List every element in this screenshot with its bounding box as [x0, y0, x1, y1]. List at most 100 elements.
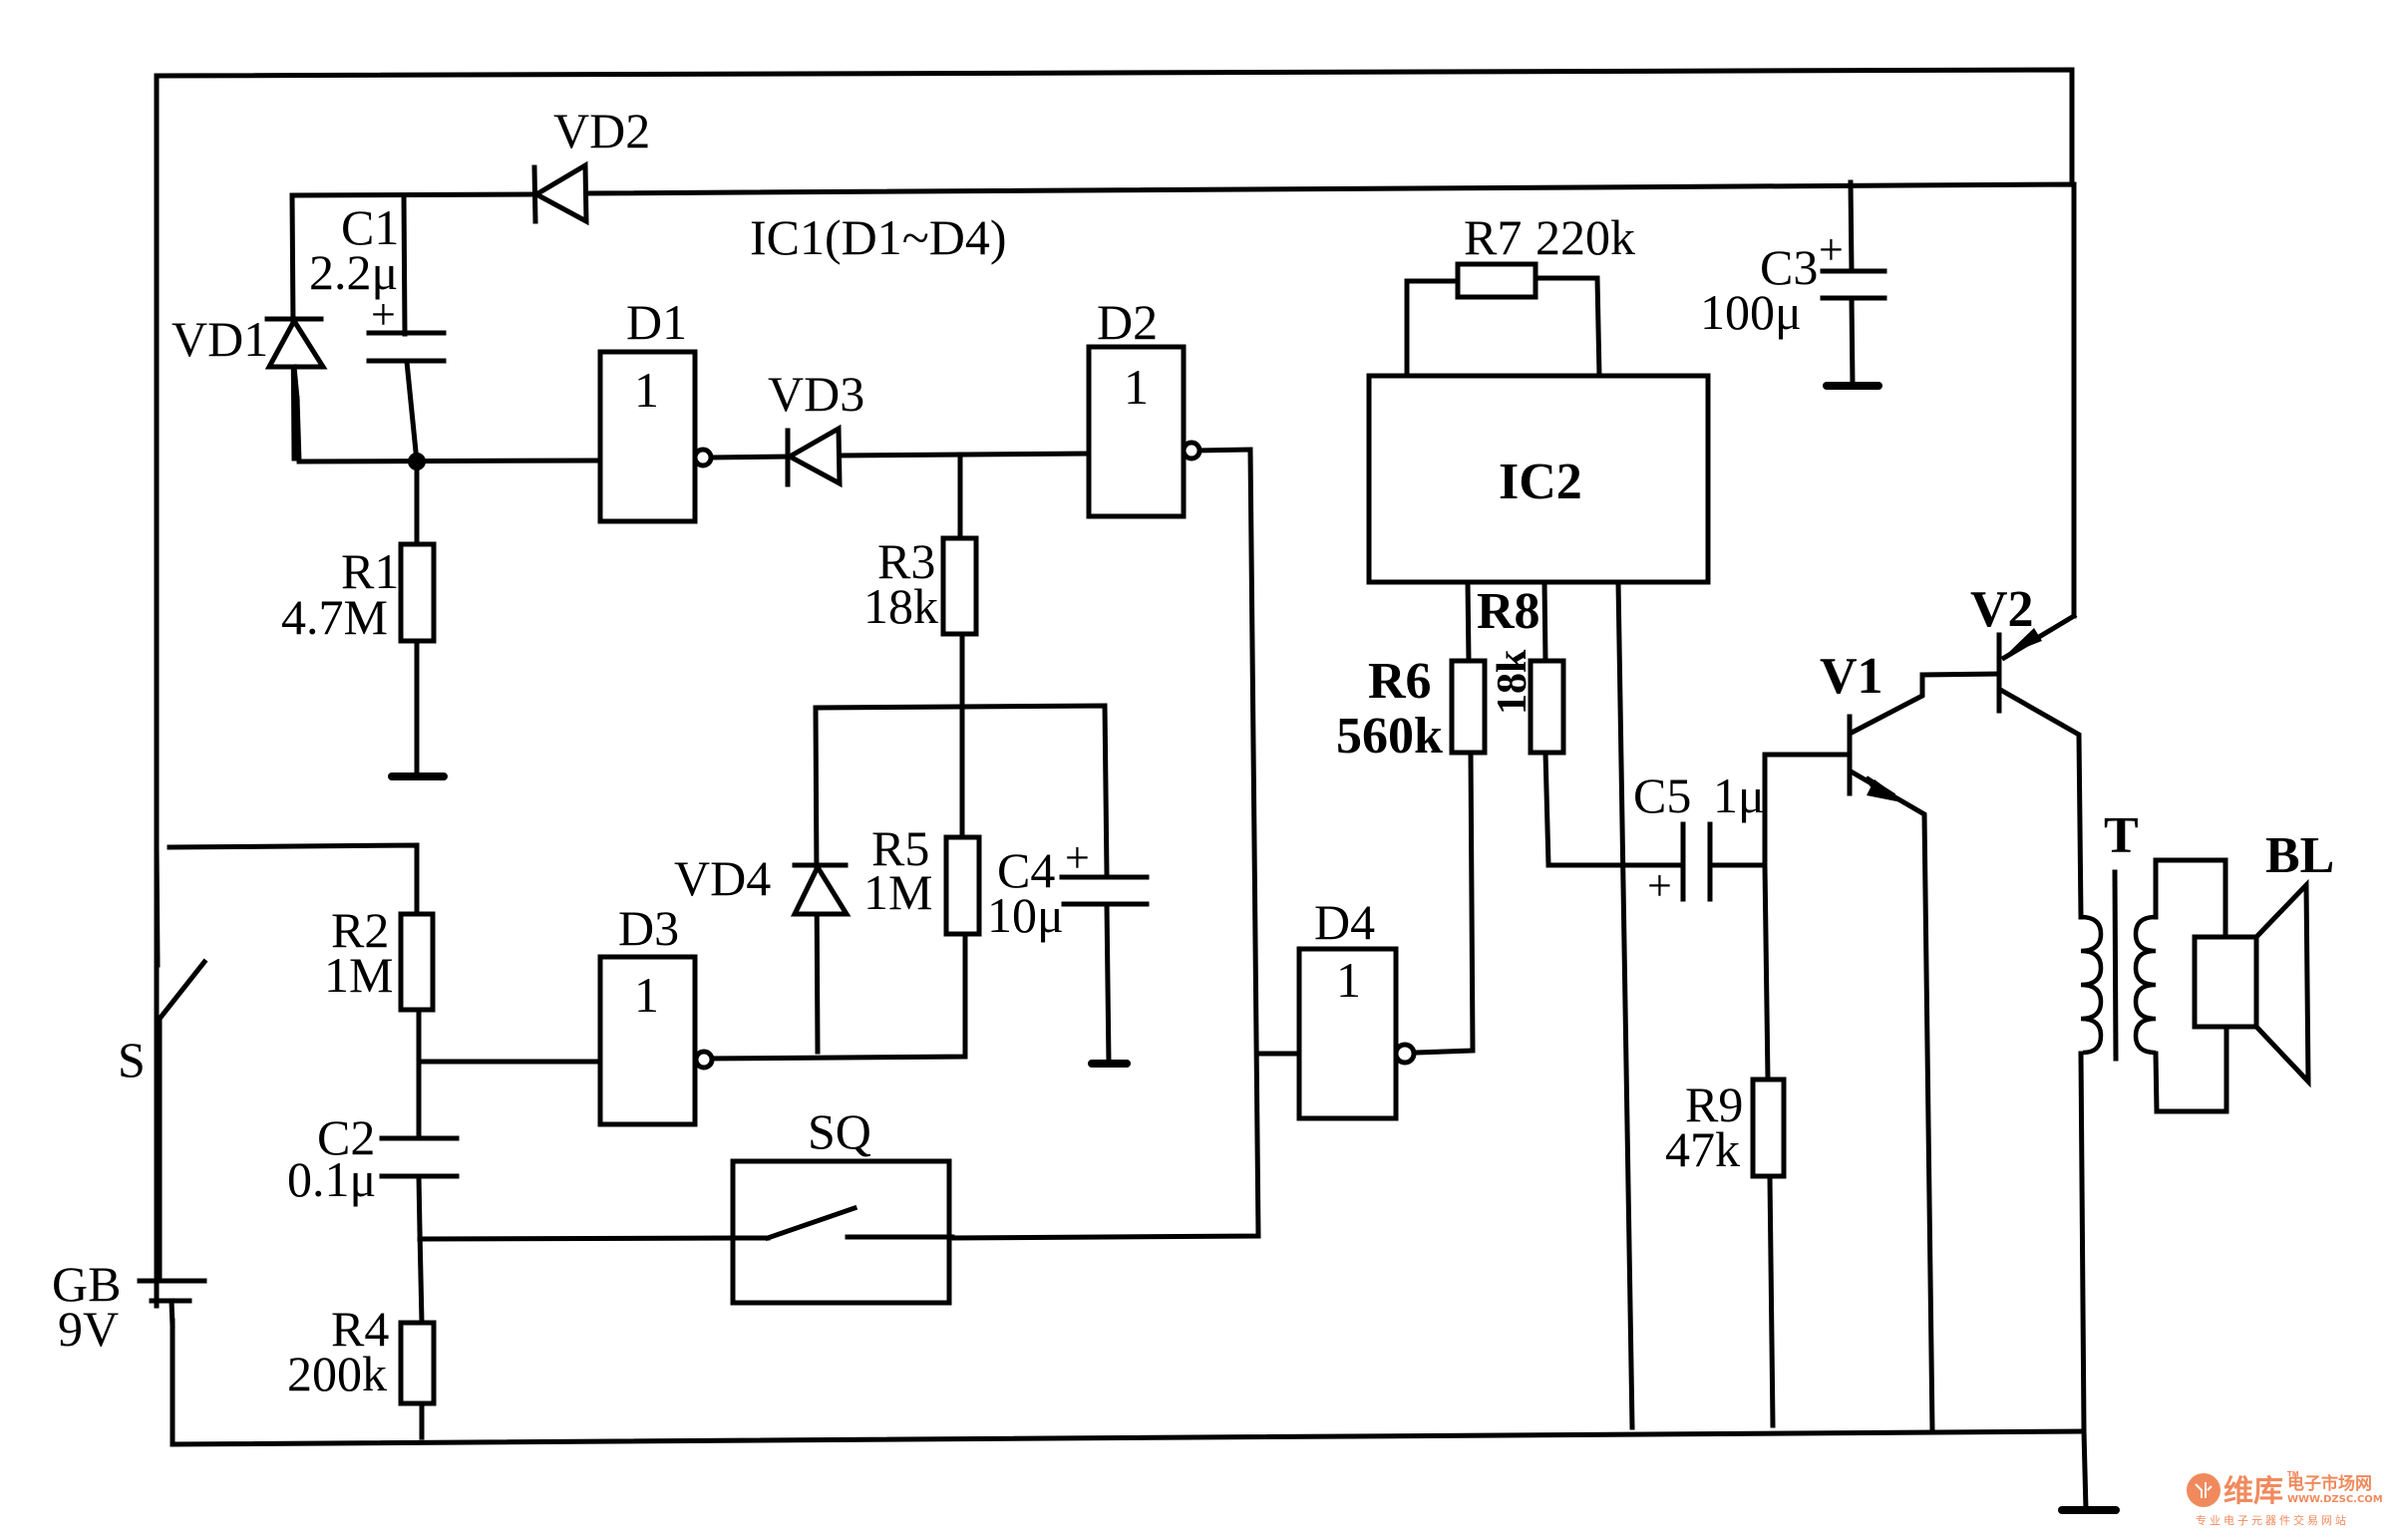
bl-label: BL	[2265, 827, 2334, 884]
transistor-v1: V1	[1820, 648, 1906, 803]
diode-vd3: VD3	[768, 366, 864, 488]
c5-value: 1μ	[1713, 768, 1765, 823]
wire-c3-top	[1848, 179, 1855, 274]
resistor-r8: R8 18k	[1477, 583, 1566, 756]
diode-vd4: VD4	[674, 850, 852, 917]
c3-label: C3	[1760, 239, 1818, 295]
r4-value: 200k	[287, 1346, 387, 1401]
c3-plus-sign: +	[1819, 225, 1844, 274]
transistor-v2: V2	[1970, 581, 2042, 714]
wire-c5-right	[1707, 752, 1853, 868]
inverter-gate-d1: 1 D1	[597, 294, 714, 524]
resistor-r5: R5 1M	[863, 820, 982, 937]
t-label: T	[2104, 807, 2139, 864]
r2-label: R2	[331, 902, 389, 958]
watermark-url: WWW.DZSC.COM	[2287, 1494, 2383, 1505]
c4-value: 10μ	[987, 887, 1064, 943]
vd1-label: VD1	[171, 311, 268, 367]
d4-symbol: 1	[1336, 952, 1361, 1008]
wire-c1-top	[401, 192, 408, 337]
r3-label: R3	[877, 533, 935, 589]
wire-ic2-ground-pin	[1615, 579, 1635, 1430]
r8-value: 18k	[1490, 649, 1536, 715]
v1-label: V1	[1820, 648, 1883, 705]
d2-label: D2	[1097, 294, 1158, 350]
wire-v1-collector	[1848, 671, 2002, 737]
r1-value: 4.7M	[281, 589, 388, 645]
inverter-gate-d3: 1 D3	[597, 900, 715, 1127]
capacitor-c2: C2 0.1μ	[287, 1109, 460, 1207]
capacitor-c4: + C4 10μ	[987, 833, 1150, 943]
capacitor-c5: + C5 1μ	[1633, 768, 1765, 910]
resistor-r1: R1 4.7M	[281, 541, 437, 645]
d1-symbol: 1	[634, 362, 659, 418]
wire-r7-right	[1533, 275, 1602, 379]
wire-t-primary-bottom	[2078, 1051, 2087, 1433]
capacitor-c1: + C1 2.2μ	[309, 199, 447, 364]
inverter-gate-d4: 1 D4	[1296, 894, 1417, 1121]
capacitor-c3: + C3 100μ	[1700, 225, 1887, 340]
r6-label: R6	[1368, 653, 1432, 710]
v2-label: V2	[1970, 581, 2034, 638]
wires	[154, 67, 2089, 1513]
d1-label: D1	[626, 294, 687, 350]
junction-dot	[408, 453, 426, 470]
switch-s: S	[118, 958, 208, 1087]
wire-c4-bottom	[1104, 902, 1112, 1067]
ic2-label: IC2	[1499, 454, 1582, 510]
c2-label: C2	[317, 1109, 375, 1165]
wire-r6-top	[1465, 579, 1472, 664]
resistor-r4: R4 200k	[287, 1301, 437, 1406]
vd3-label: VD3	[768, 366, 864, 422]
wire-d2-output	[949, 447, 1261, 1241]
c1-value: 2.2μ	[309, 244, 398, 300]
c5-plus-sign: +	[1647, 861, 1672, 910]
resistor-r3: R3 18k	[863, 533, 979, 637]
wire-main-ground	[2081, 1428, 2089, 1513]
diode-vd1: VD1	[171, 311, 328, 402]
c4-plus-sign: +	[1065, 833, 1090, 882]
diode-vd2: VD2	[530, 103, 650, 226]
resistor-r9: R9 47k	[1665, 1077, 1787, 1179]
c3-value: 100μ	[1700, 284, 1802, 340]
vd4-label: VD4	[674, 850, 771, 906]
wire-r4-top	[417, 1228, 425, 1326]
watermark-site-name: 电子市场网	[2287, 1473, 2372, 1494]
c2-value: 0.1μ	[287, 1151, 376, 1207]
wire-supply-rail	[580, 181, 2077, 619]
r9-value: 47k	[1665, 1121, 1740, 1177]
inverter-gate-d2: 1 D2	[1086, 294, 1202, 519]
wire-r9-top	[1762, 862, 1771, 1082]
ic1-title: IC1(D1~D4)	[750, 209, 1007, 265]
watermark-brand: 维库	[2223, 1474, 2283, 1509]
d4-label: D4	[1314, 894, 1375, 950]
r9-label: R9	[1685, 1077, 1743, 1132]
ic2-chip: IC2	[1366, 373, 1711, 585]
d2-symbol: 1	[1124, 359, 1149, 415]
wire-sq-left	[417, 1235, 736, 1242]
c1-plus-sign: +	[371, 290, 396, 339]
s-label: S	[118, 1032, 146, 1087]
t-primary-coil	[2080, 914, 2104, 1056]
wire-c3-bottom	[1849, 295, 1856, 389]
vd2-label: VD2	[553, 103, 650, 158]
c5-label: C5	[1633, 768, 1691, 823]
d3-symbol: 1	[634, 967, 659, 1023]
t-secondary-bottom	[2153, 1024, 2229, 1114]
wire-r9-bottom	[1767, 1173, 1776, 1428]
t-secondary-coil	[2133, 914, 2157, 1056]
t-core	[2112, 869, 2119, 1062]
t-secondary-top	[2153, 857, 2228, 940]
r7-value: 220k	[1536, 209, 1635, 265]
wire-c1-bottom	[404, 359, 420, 464]
r8-label: R8	[1477, 583, 1540, 640]
battery-gb: GB 9V	[52, 1256, 207, 1357]
wire-top-outer-rail	[154, 67, 2075, 1309]
watermark-tagline: 专业电子元器件交易网站	[2196, 1513, 2349, 1527]
wire-r5-bottom	[701, 931, 968, 1062]
r5-label: R5	[871, 820, 929, 876]
r4-label: R4	[331, 1301, 389, 1357]
watermark-tm: TM	[2287, 1470, 2299, 1478]
resistor-r6: R6 560k	[1336, 653, 1488, 765]
